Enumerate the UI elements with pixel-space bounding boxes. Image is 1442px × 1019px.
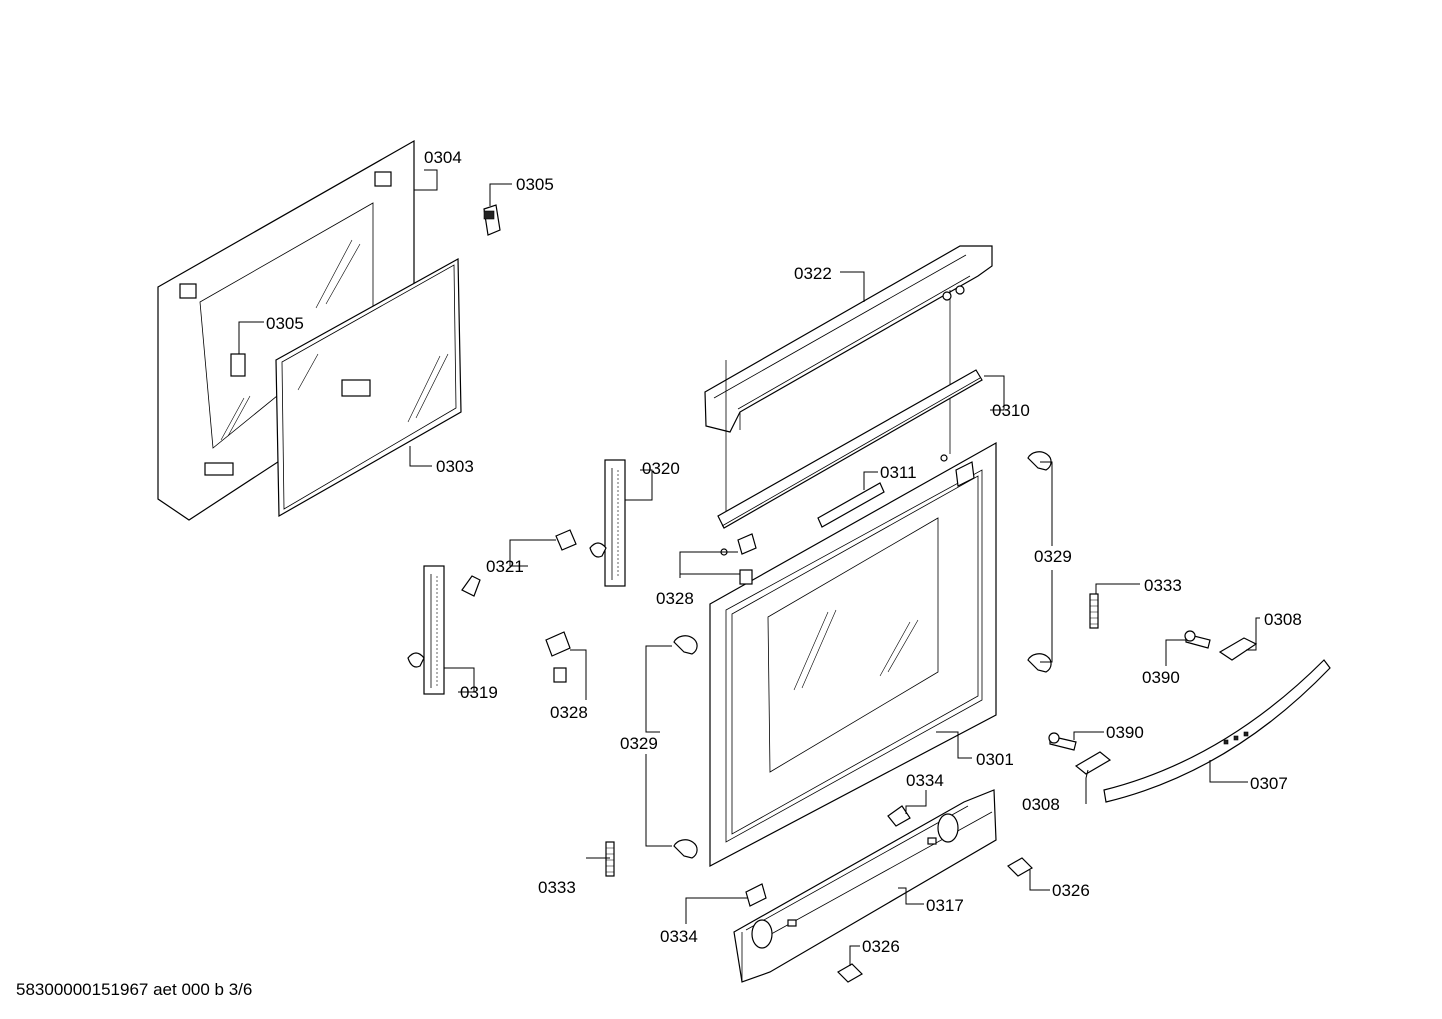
label-0328-right: 0328 bbox=[656, 589, 694, 608]
part-0333-springs bbox=[605, 593, 1099, 877]
part-0321-bolts bbox=[461, 529, 577, 597]
label-0301: 0301 bbox=[976, 750, 1014, 769]
part-0307-door-handle bbox=[1103, 659, 1331, 803]
label-0310: 0310 bbox=[992, 401, 1030, 420]
part-0305-clip bbox=[483, 204, 501, 236]
label-0311: 0311 bbox=[880, 463, 917, 482]
label-0305-top: 0305 bbox=[516, 175, 554, 194]
part-0322-top-frame bbox=[704, 245, 993, 524]
part-0320-hinge-right bbox=[589, 459, 626, 587]
label-0321: 0321 bbox=[486, 557, 524, 576]
part-0329-caps bbox=[673, 451, 1052, 859]
part-0310-cross-bar bbox=[717, 369, 983, 556]
label-0308-right: 0308 bbox=[1264, 610, 1302, 629]
label-0334-top: 0334 bbox=[906, 771, 944, 790]
part-0390-bolts bbox=[1048, 630, 1211, 751]
label-0326-bottom: 0326 bbox=[862, 937, 900, 956]
part-0334-clips bbox=[745, 805, 911, 907]
label-0304: 0304 bbox=[424, 148, 462, 167]
label-0317: 0317 bbox=[926, 896, 964, 915]
part-0326-brackets bbox=[837, 857, 1033, 983]
label-0307: 0307 bbox=[1250, 774, 1288, 793]
label-0305-panel: 0305 bbox=[266, 314, 304, 333]
part-labels: 0304 0305 0305 0303 0322 0310 0320 0311 … bbox=[266, 148, 1302, 956]
label-0334-bottom: 0334 bbox=[660, 927, 698, 946]
label-0322: 0322 bbox=[794, 264, 832, 283]
part-0305-clip-on-panel bbox=[230, 353, 246, 377]
label-0320: 0320 bbox=[642, 459, 680, 478]
label-0319: 0319 bbox=[460, 683, 498, 702]
label-0328-left: 0328 bbox=[550, 703, 588, 722]
label-0333-left: 0333 bbox=[538, 878, 576, 897]
document-reference-footer: 58300000151967 aet 000 b 3/6 bbox=[16, 980, 253, 999]
label-0333-right: 0333 bbox=[1144, 576, 1182, 595]
label-0303: 0303 bbox=[436, 457, 474, 476]
part-0304-outer-glass-panel bbox=[157, 139, 415, 521]
leader-lines bbox=[238, 169, 1260, 966]
part-0301-door-frame bbox=[709, 441, 997, 867]
part-0311-handle-strip bbox=[817, 482, 885, 528]
part-0303-inner-glass bbox=[275, 257, 462, 518]
label-0326-right: 0326 bbox=[1052, 881, 1090, 900]
label-0390-right: 0390 bbox=[1142, 668, 1180, 687]
part-0317-bottom-frame bbox=[733, 789, 997, 983]
label-0329-right: 0329 bbox=[1034, 547, 1072, 566]
label-0308-left: 0308 bbox=[1022, 795, 1060, 814]
label-0390-left: 0390 bbox=[1106, 723, 1144, 742]
label-0329-left: 0329 bbox=[620, 734, 658, 753]
part-0319-hinge-left bbox=[407, 565, 445, 695]
part-0328-clips bbox=[545, 533, 757, 683]
